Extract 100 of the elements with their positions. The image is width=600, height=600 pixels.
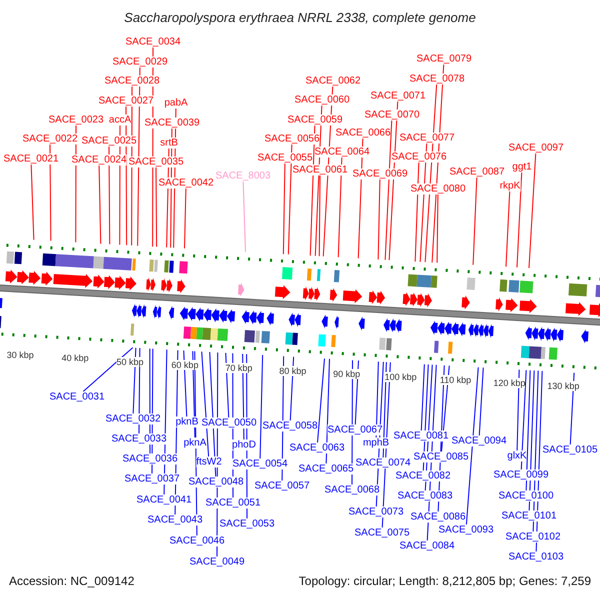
scale-label: 70 kbp [225, 362, 252, 373]
leader-line [132, 347, 136, 414]
scale-label: 100 kbp [384, 372, 417, 382]
gene-label: SACE_0042 [158, 178, 214, 188]
scale-label: 90 kbp [333, 368, 360, 379]
leader-line [516, 172, 522, 268]
leader-line [82, 347, 134, 392]
gene-label: SACE_0050 [201, 418, 257, 428]
genome-stats-text: Topology: circular; Length: 8,212,805 bp; Genes: 7,259 [298, 574, 591, 588]
scale-label: 50 kbp [116, 356, 144, 366]
leader-line [414, 162, 420, 262]
gene-label: SACE_0086 [410, 512, 466, 522]
gene-label: SACE_0079 [416, 54, 472, 64]
gene-label: SACE_0094 [451, 436, 507, 446]
gene-label: SACE_0061 [292, 164, 348, 176]
leader-line [376, 361, 379, 438]
gene-label: pabA [164, 98, 188, 108]
leader-line [384, 120, 392, 260]
leader-line [520, 370, 527, 470]
scale-label: 130 kbp [547, 381, 580, 392]
leader-line [98, 165, 102, 244]
gene-label: SACE_0075 [354, 528, 410, 538]
gene-label: mphB [362, 438, 390, 448]
gene-label: SACE_0056 [264, 134, 320, 144]
gene-label: SACE_0055 [257, 152, 313, 164]
gene-label: SACE_0080 [410, 184, 466, 194]
gene-label: SACE_0057 [254, 480, 310, 492]
leader-line [528, 153, 536, 268]
gene-label: SACE_0058 [262, 420, 318, 432]
leader-line [201, 351, 210, 457]
leader-line [242, 181, 246, 252]
scale-label: 40 kbp [62, 353, 89, 364]
gene-label: SACE_0054 [232, 458, 288, 470]
leader-line [472, 177, 478, 266]
gene-label: SACE_0100 [498, 490, 554, 502]
gene-label: SACE_0101 [501, 510, 557, 522]
leader-line [288, 144, 292, 255]
gene-label: SACE_0067 [327, 424, 383, 436]
gene-label: SACE_0065 [298, 464, 354, 474]
leader-line [466, 366, 479, 525]
gene-label: SACE_0074 [355, 458, 411, 468]
gene-label: SACE_0021 [3, 154, 59, 164]
gene-label: SACE_0046 [169, 536, 225, 546]
gene-label: SACE_0025 [81, 136, 137, 146]
scale-label: 60 kbp [171, 360, 198, 370]
gene-label: glxK [507, 450, 527, 462]
leader-line [50, 144, 52, 242]
gene-label: SACE_0031 [49, 392, 105, 402]
gene-label: SACE_0032 [105, 414, 161, 424]
gene-label: SACE_0076 [391, 152, 447, 162]
gene-label: SACE_0097 [508, 142, 564, 154]
gene-label: SACE_0093 [438, 524, 494, 536]
leader-line [506, 191, 510, 268]
gene-label: SACE_0087 [449, 166, 505, 178]
gene-label: srtB [160, 138, 178, 148]
gene-label: SACE_0070 [364, 110, 420, 120]
leader-line [184, 188, 186, 249]
gene-label: SACE_0022 [22, 134, 78, 144]
gene-label: SACE_0085 [413, 452, 469, 462]
gene-label: SACE_0066 [335, 128, 391, 138]
accession-text: Accession: NC_009142 [9, 574, 134, 588]
scale-label: 120 kbp [493, 378, 526, 388]
gene-label: SACE_0082 [395, 470, 451, 482]
gene-label: SACE_0077 [399, 132, 455, 144]
leader-line [30, 164, 34, 240]
leader-line [570, 372, 575, 445]
leader-line [516, 369, 520, 451]
leader-line [108, 146, 110, 245]
gene-label: SACE_0068 [324, 484, 380, 496]
gene-label: SACE_0081 [393, 430, 449, 442]
gene-label: SACE_0027 [98, 96, 154, 106]
gene-label: SACE_0059 [287, 114, 343, 126]
gene-label: accA [108, 114, 132, 126]
gene-label: SACE_0062 [305, 76, 361, 86]
leader-line [478, 367, 484, 436]
gene-label: SACE_0024 [71, 154, 127, 166]
leader-line [156, 167, 158, 248]
gene-label: SACE_0103 [508, 552, 564, 562]
scale-label: 80 kbp [279, 366, 306, 376]
gene-label: phoD [232, 440, 256, 450]
leader-line [338, 157, 342, 258]
gene-label: SACE_8003 [215, 170, 271, 182]
gene-label: pknA [184, 438, 206, 448]
gene-label: ftsW2 [196, 456, 222, 468]
leader-line [378, 179, 380, 260]
gene-label: ggt1 [512, 162, 532, 172]
gene-label: SACE_0069 [352, 168, 408, 180]
gene-label: rkpK [500, 180, 520, 192]
gene-label: SACE_0078 [409, 74, 465, 84]
leader-line [420, 364, 425, 431]
gene-label: SACE_0064 [314, 146, 370, 158]
gene-label: SACE_0036 [122, 454, 178, 464]
scale-label: 30 kbp [6, 350, 34, 360]
leader-line [436, 194, 438, 264]
genome-title: Saccharopolyspora erythraea NRRL 2338, complete genome [123, 10, 477, 25]
gene-label: SACE_0037 [124, 474, 180, 484]
gene-label: SACE_0053 [219, 518, 275, 530]
gene-label: SACE_0029 [112, 56, 168, 68]
gene-label: SACE_0060 [294, 94, 350, 106]
gene-label: SACE_0071 [370, 90, 426, 102]
